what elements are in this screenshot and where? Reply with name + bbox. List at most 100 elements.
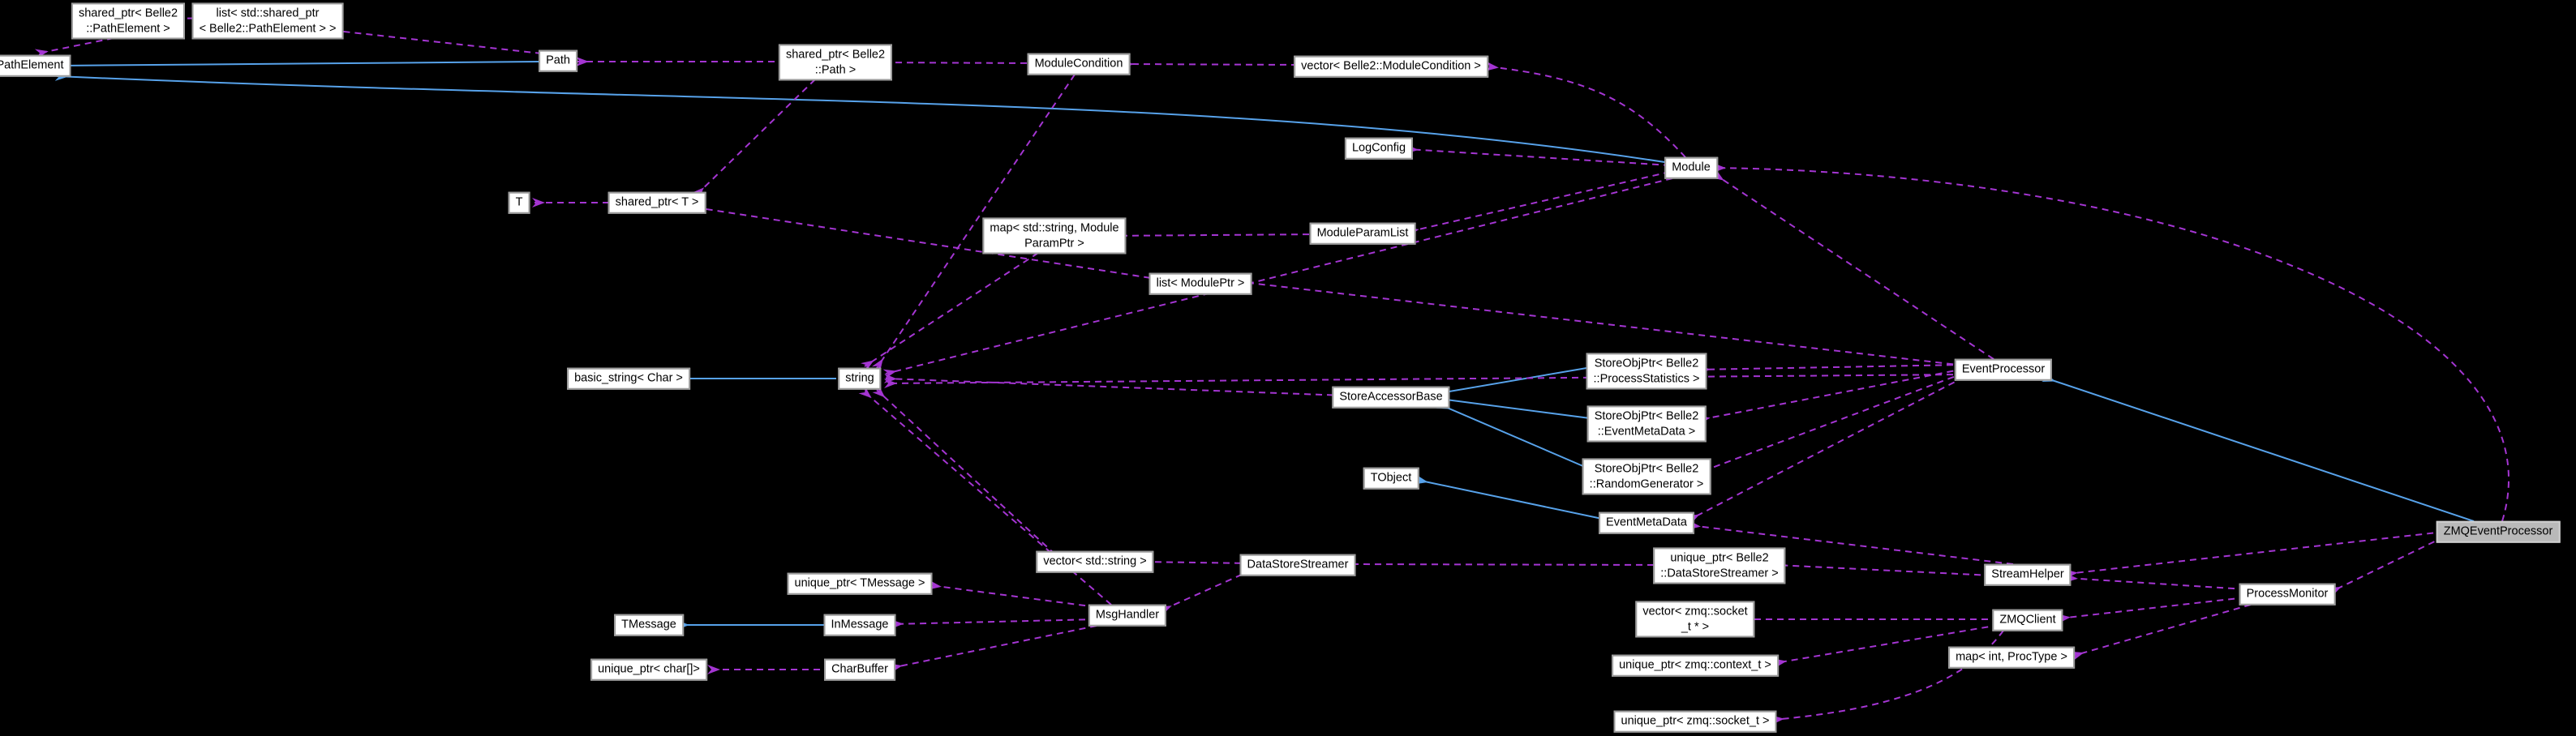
node-label-line: shared_ptr< T >	[615, 195, 699, 209]
node-label-line: string	[845, 371, 874, 385]
edge-sop_eventmetadata-to-storeaccessorbase	[1437, 393, 1597, 420]
edge-vec_modulecondition-to-modulecondition	[1120, 58, 1299, 69]
node-tobject[interactable]: TObject	[1363, 467, 1419, 490]
node-sp_t[interactable]: shared_ptr< T >	[608, 191, 706, 214]
node-label-line: ProcessMonitor	[2246, 587, 2329, 601]
edge-zmqeventprocessor-to-module	[1712, 162, 2509, 522]
node-label-line: StoreObjPtr< Belle2	[1594, 357, 1699, 370]
edge-zmqeventprocessor-to-streamhelper	[2064, 531, 2445, 580]
node-map_proctype[interactable]: map< int, ProcType >	[1948, 646, 2075, 669]
edge-processmonitor-to-map_proctype	[2070, 604, 2252, 661]
node-label-line: TObject	[1370, 471, 1412, 485]
edge-eventprocessor-to-sop_eventmetadata	[1696, 368, 1965, 426]
node-logconfig[interactable]: LogConfig	[1344, 137, 1414, 160]
node-label-line: unique_ptr< zmq::socket_t >	[1621, 714, 1770, 728]
edge-map_moduleparam-to-string	[861, 252, 1039, 372]
node-list_sp_pathelement[interactable]: list< std::shared_ptr< Belle2::PathEleme…	[191, 2, 344, 40]
node-label-line: StoreObjPtr< Belle2	[1594, 409, 1699, 423]
node-label-line: DataStoreStreamer	[1247, 558, 1349, 571]
node-label-line: LogConfig	[1351, 141, 1406, 155]
node-label-line: unique_ptr< TMessage >	[794, 576, 925, 590]
edge-eventprocessor-to-sop_randomgenerator	[1696, 372, 1965, 478]
node-up_zmqcontext[interactable]: unique_ptr< zmq::context_t >	[1612, 654, 1779, 677]
node-moduleparamlist[interactable]: ModuleParamList	[1309, 222, 1416, 245]
edge-zmqeventprocessor-to-processmonitor	[2327, 536, 2445, 597]
node-basic_string[interactable]: basic_string< Char >	[567, 367, 690, 390]
edge-module-to-string	[882, 178, 1673, 379]
edge-module-to-logconfig	[1405, 143, 1671, 166]
node-label-line: StoreObjPtr< Belle2	[1594, 462, 1699, 476]
edge-sop_randomgenerator-to-storeaccessorbase	[1436, 399, 1597, 473]
node-label-line: Module	[1672, 160, 1711, 174]
node-msghandler[interactable]: MsgHandler	[1088, 604, 1167, 627]
edge-module-to-pathelement	[54, 71, 1671, 164]
edge-eventprocessor-to-eventmetadata	[1685, 376, 1965, 525]
node-label-line: ::ProcessStatistics >	[1593, 372, 1700, 385]
node-inmessage[interactable]: InMessage	[823, 614, 896, 636]
node-zmqclient[interactable]: ZMQClient	[1992, 609, 2063, 631]
node-label-line: InMessage	[831, 618, 889, 631]
node-zmqeventprocessor: ZMQEventProcessor	[2436, 520, 2561, 543]
node-label-line: ::RandomGenerator >	[1589, 477, 1704, 490]
node-datastorestreamer[interactable]: DataStoreStreamer	[1239, 554, 1356, 576]
node-label-line: list< std::shared_ptr	[216, 6, 320, 20]
node-label-line: ZMQEventProcessor	[2443, 524, 2553, 538]
edge-module-to-vec_modulecondition	[1485, 61, 1686, 158]
edge-moduleparamlist-to-map_moduleparam	[1102, 231, 1321, 242]
node-path[interactable]: Path	[539, 49, 577, 72]
node-vec_string[interactable]: vector< std::string >	[1036, 550, 1154, 573]
node-up_datastorestreamer[interactable]: unique_ptr< Belle2::DataStoreStreamer >	[1653, 547, 1786, 584]
node-label-line: ::EventMetaData >	[1597, 425, 1696, 438]
node-tmessage[interactable]: TMessage	[614, 614, 684, 636]
edge-module-to-moduleparamlist	[1405, 171, 1671, 237]
node-pathelement[interactable]: PathElement	[0, 54, 71, 77]
node-eventmetadata[interactable]: EventMetaData	[1599, 511, 1694, 534]
edge-datastorestreamer-to-msghandler	[1157, 569, 1253, 616]
node-sp_path[interactable]: shared_ptr< Belle2::Path >	[778, 44, 893, 81]
node-label-line: TMessage	[621, 618, 676, 631]
node-module[interactable]: Module	[1664, 156, 1718, 179]
node-label-line: ZMQClient	[1999, 613, 2056, 627]
edge-streamhelper-to-up_datastorestreamer	[1774, 559, 1993, 576]
edge-storeaccessorbase-to-string	[883, 373, 1346, 396]
edge-zmqclient-to-up_zmqsocket	[1771, 630, 2004, 725]
node-label-line: ::Path >	[814, 63, 857, 76]
node-vec_zmqsocket[interactable]: vector< zmq::socket_t * >	[1635, 601, 1755, 638]
node-label-line: ::PathElement >	[86, 22, 170, 35]
node-label-line: EventProcessor	[1961, 362, 2046, 376]
node-label-line: unique_ptr< Belle2	[1670, 551, 1769, 565]
node-up_chararr[interactable]: unique_ptr< char[]>	[590, 658, 707, 681]
node-label-line: unique_ptr< char[]>	[598, 662, 700, 676]
node-label-line: map< int, ProcType >	[1956, 650, 2067, 664]
edge-path-to-list_sp_pathelement	[320, 24, 543, 54]
node-label-line: < Belle2::PathElement > >	[199, 22, 337, 35]
node-label-line: list< ModulePtr >	[1156, 276, 1245, 290]
node-label-line: StoreAccessorBase	[1339, 390, 1443, 404]
node-sop_randomgenerator[interactable]: StoreObjPtr< Belle2::RandomGenerator >	[1582, 458, 1711, 495]
node-sp_pathelement[interactable]: shared_ptr< Belle2::PathElement >	[71, 2, 186, 40]
node-up_zmqsocket[interactable]: unique_ptr< zmq::socket_t >	[1613, 710, 1777, 733]
node-label-line: PathElement	[0, 58, 64, 72]
node-eventprocessor[interactable]: EventProcessor	[1954, 358, 2053, 381]
node-modulecondition[interactable]: ModuleCondition	[1027, 53, 1131, 75]
node-label-line: basic_string< Char >	[574, 371, 683, 385]
node-processmonitor[interactable]: ProcessMonitor	[2239, 583, 2336, 605]
node-label-line: ParamPtr >	[1024, 237, 1084, 250]
edge-eventprocessor-to-string	[883, 374, 1965, 389]
edge-msghandler-to-up_tmessage	[928, 580, 1097, 608]
edge-modulecondition-to-sp_path	[874, 57, 1039, 67]
node-t[interactable]: T	[508, 191, 530, 214]
node-up_tmessage[interactable]: unique_ptr< TMessage >	[787, 572, 933, 595]
node-string[interactable]: string	[838, 367, 882, 390]
node-label-line: shared_ptr< Belle2	[78, 6, 178, 20]
node-storeaccessorbase[interactable]: StoreAccessorBase	[1332, 386, 1450, 409]
node-list_moduleptr[interactable]: list< ModulePtr >	[1148, 272, 1252, 295]
node-charbuffer[interactable]: CharBuffer	[824, 658, 895, 681]
node-sop_processstatistics[interactable]: StoreObjPtr< Belle2::ProcessStatistics >	[1586, 353, 1707, 390]
node-streamhelper[interactable]: StreamHelper	[1984, 563, 2072, 586]
edge-eventmetadata-to-tobject	[1414, 474, 1607, 520]
node-vec_modulecondition[interactable]: vector< Belle2::ModuleCondition >	[1294, 55, 1488, 78]
node-sop_eventmetadata[interactable]: StoreObjPtr< Belle2::EventMetaData >	[1586, 405, 1707, 443]
